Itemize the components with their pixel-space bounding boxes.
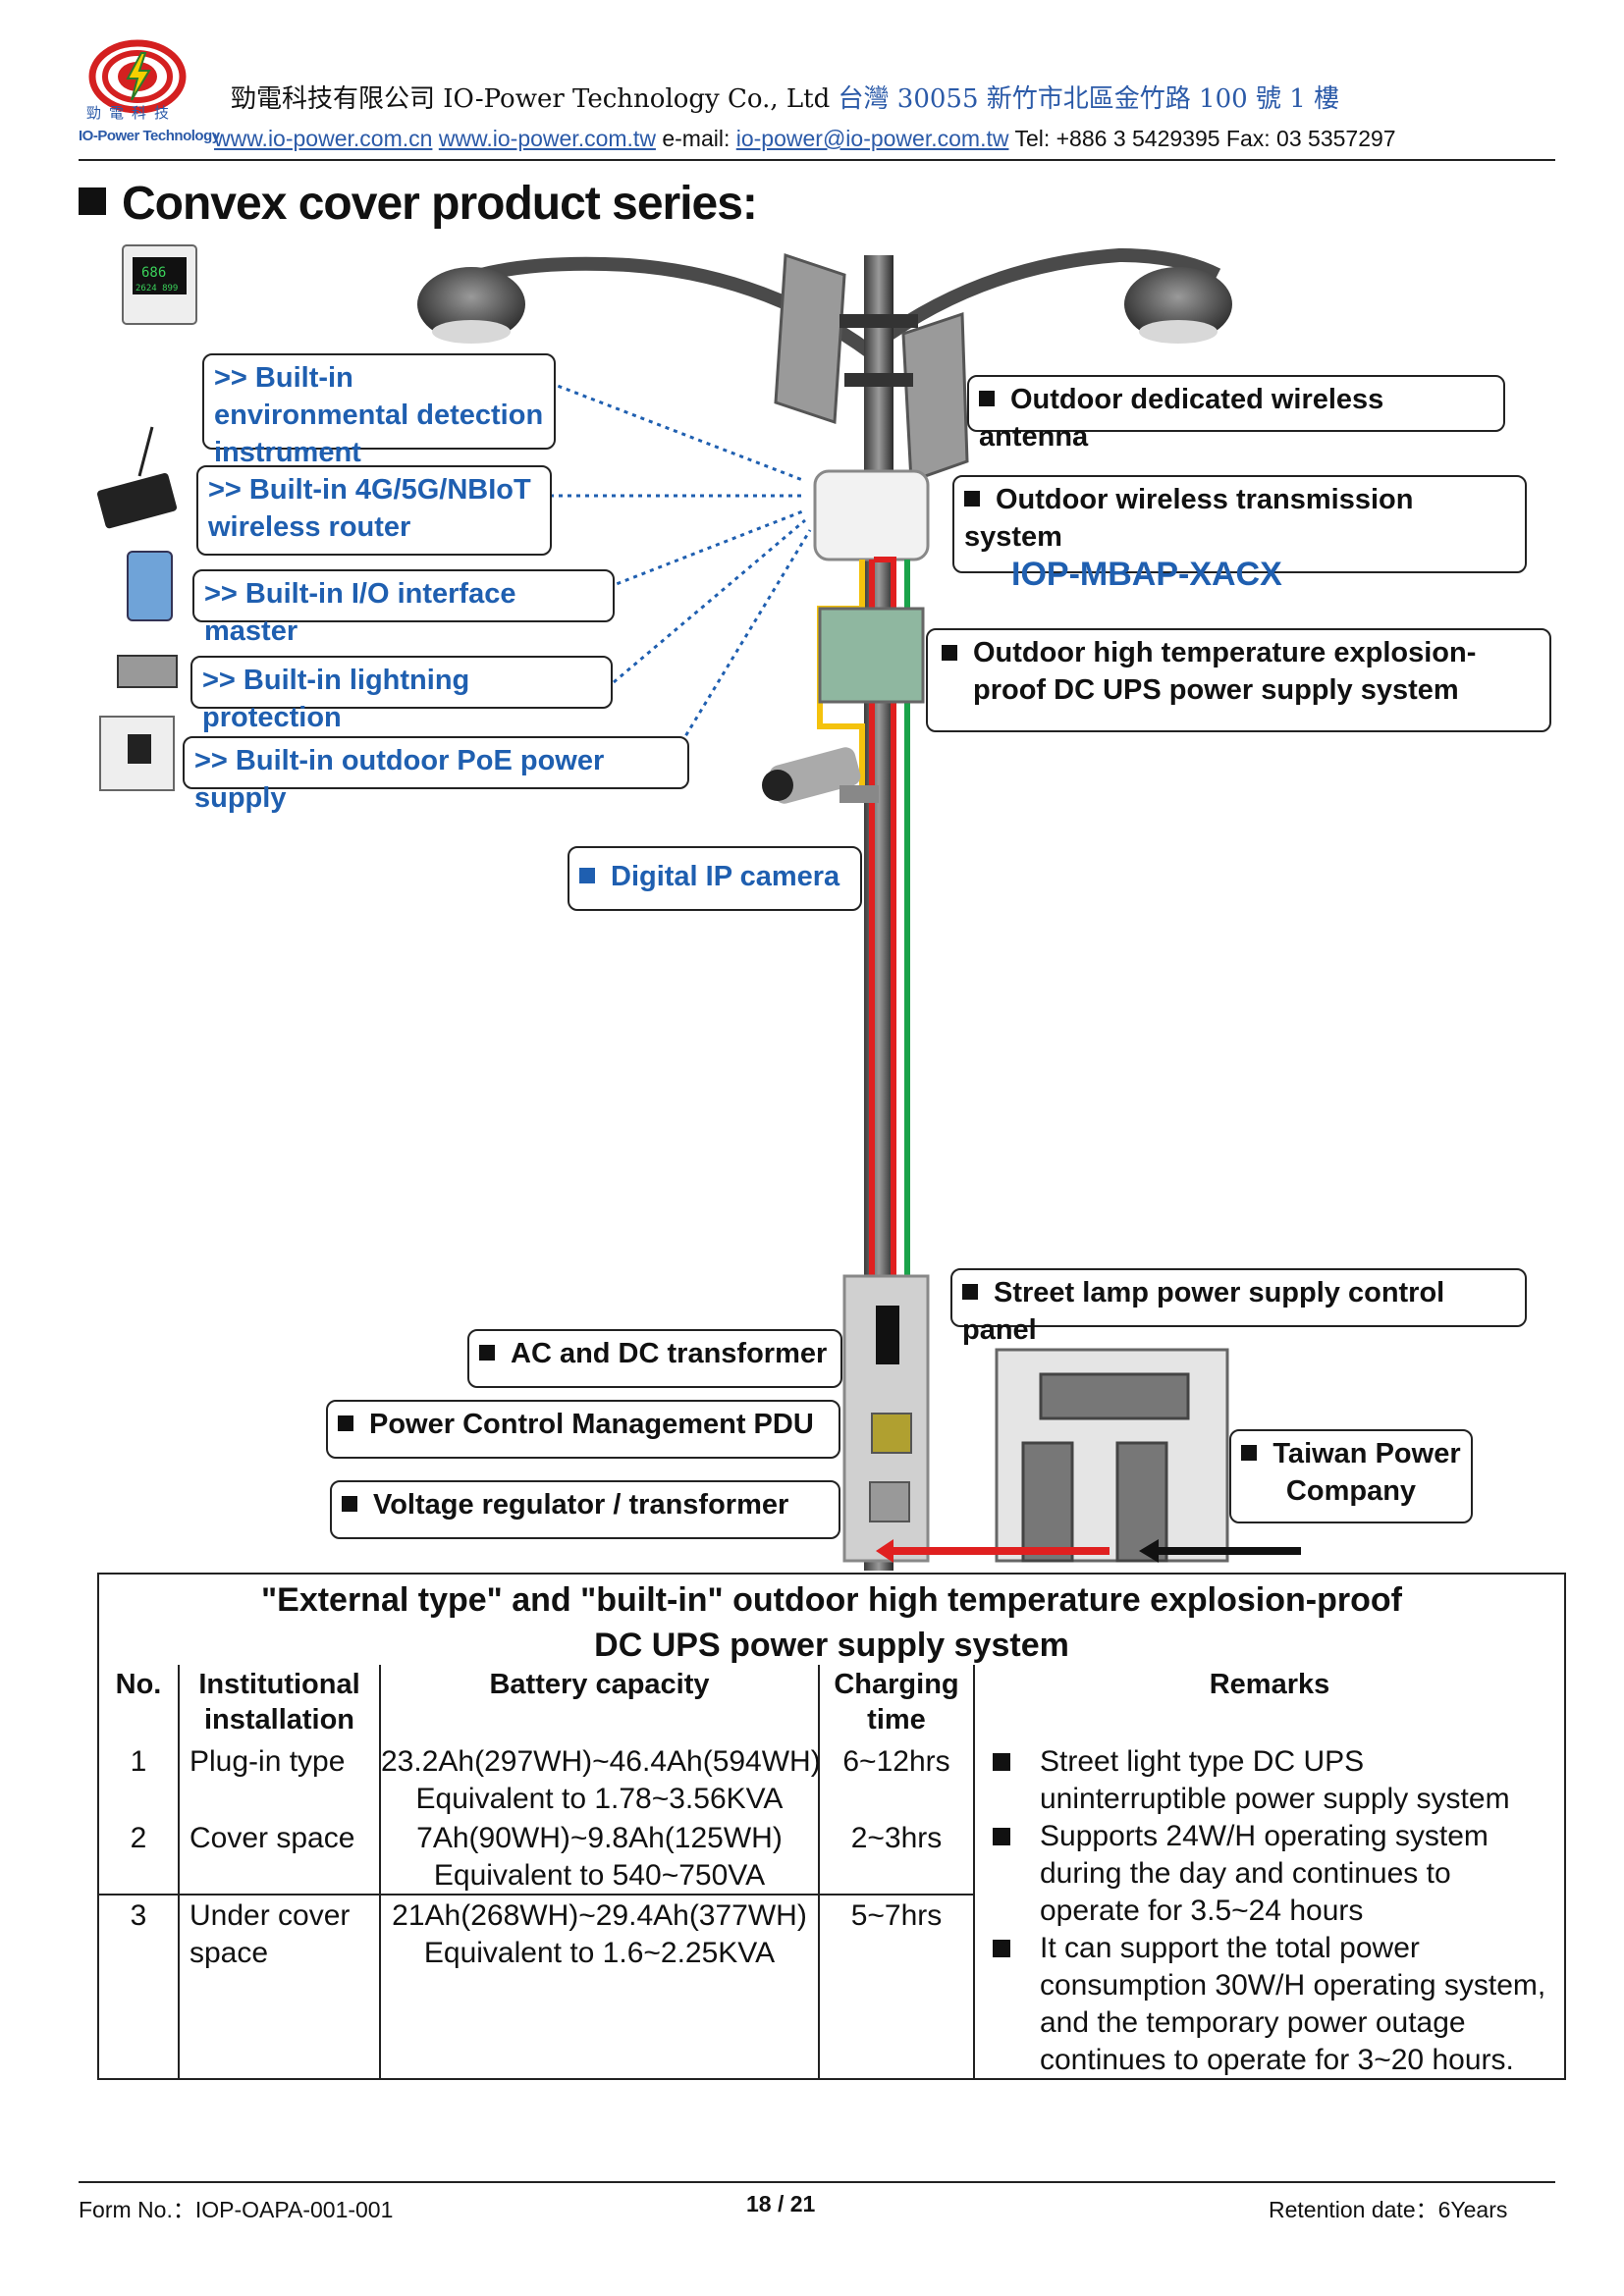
street-pole-diagram: 686 2624 899 <box>97 244 1301 1571</box>
bullet-square-icon <box>579 868 595 883</box>
callout-transmission: Outdoor wireless transmission system IOP… <box>952 475 1527 593</box>
column-divider <box>178 1665 180 2080</box>
bullet-square-icon <box>942 645 957 661</box>
bullet-square-icon <box>993 1753 1010 1771</box>
callout-poe-supply: >> Built-in outdoor PoE power supply <box>183 736 689 814</box>
callout-ups: Outdoor high temperature explosion-proof… <box>926 628 1551 732</box>
row2-battery-line1: 7Ah(90WH)~9.8Ah(125WH) <box>416 1822 783 1854</box>
logo-text-en: IO-Power Technology <box>79 128 220 144</box>
callout-env-instrument: >> Built-in environmental detection inst… <box>202 353 556 468</box>
env-instrument-icon: 686 2624 899 <box>122 244 197 325</box>
callout-ip-camera: Digital IP camera <box>568 846 862 911</box>
bullet-square-icon <box>993 1940 1010 1957</box>
page-title: Convex cover product series: <box>79 177 758 231</box>
column-divider <box>379 1665 381 2080</box>
row3-battery-line1: 21Ah(268WH)~29.4Ah(377WH) <box>392 1899 807 1932</box>
footer-form-no: Form No.：IOP-OAPA-001-001 <box>79 2197 394 2222</box>
website-cn-link[interactable]: www.io-power.com.cn <box>214 126 433 151</box>
bullet-square-icon <box>342 1496 357 1512</box>
row3-no: 3 <box>130 1899 147 1932</box>
poe-supply-icon <box>99 716 175 791</box>
row2-no: 2 <box>130 1822 147 1854</box>
email-link[interactable]: io-power@io-power.com.tw <box>735 126 1009 151</box>
bullet-square-icon <box>964 491 980 507</box>
bullet-square-icon <box>338 1415 353 1431</box>
ups-box-icon <box>818 607 925 704</box>
bullet-square-icon <box>962 1284 978 1300</box>
contact-line: www.io-power.com.cn www.io-power.com.tw … <box>214 126 1396 152</box>
ip-camera-icon <box>762 747 879 804</box>
logo-text-cn: 勁電科技 <box>86 104 178 122</box>
row2-install: Cover space <box>189 1822 355 1854</box>
callout-regulator: Voltage regulator / transformer <box>330 1480 840 1539</box>
table-caption-line1: "External type" and "built-in" outdoor h… <box>261 1581 1402 1619</box>
company-name-cn: 勁電科技有限公司 <box>231 84 436 114</box>
bullet-square-icon <box>979 391 995 406</box>
remark-item: Supports 24W/H operating system during t… <box>993 1818 1554 1930</box>
bullet-square-icon <box>993 1828 1010 1845</box>
company-line: 勁電科技有限公司 IO-Power Technology Co., Ltd 台灣… <box>231 79 1339 115</box>
right-lamp-icon <box>1124 267 1232 342</box>
footer-page-number: 18 / 21 <box>746 2191 816 2216</box>
lightning-protector-icon <box>117 655 178 688</box>
remark-item: It can support the total power consumpti… <box>993 1930 1554 2079</box>
footer-divider <box>79 2181 1555 2183</box>
callout-io-master: >> Built-in I/O interface master <box>192 569 615 647</box>
row3-charging: 5~7hrs <box>850 1899 943 1932</box>
svg-text:2624 899: 2624 899 <box>135 284 178 294</box>
header-install: Institutional installation <box>198 1669 360 1735</box>
row-divider <box>99 1894 973 1896</box>
remark-item: Street light type DC UPS uninterruptible… <box>993 1743 1554 1818</box>
column-divider <box>818 1665 820 2080</box>
tel-fax: Tel: +886 3 5429395 Fax: 03 5357297 <box>1014 126 1396 151</box>
header-remarks: Remarks <box>1209 1669 1330 1700</box>
company-name-en: IO-Power Technology Co., Ltd <box>443 84 831 114</box>
row1-install: Plug-in type <box>189 1745 346 1778</box>
page-title-text: Convex cover product series: <box>122 178 758 230</box>
header-divider <box>79 159 1555 161</box>
bullet-square-icon <box>1241 1445 1258 1461</box>
remarks-list: Street light type DC UPS uninterruptible… <box>993 1743 1554 2079</box>
svg-text:686: 686 <box>141 265 166 281</box>
bullet-square-icon <box>479 1345 495 1361</box>
callout-ac-dc: AC and DC transformer <box>467 1329 842 1388</box>
row1-no: 1 <box>130 1745 147 1778</box>
row1-battery-line2: Equivalent to 1.78~3.56KVA <box>415 1783 784 1815</box>
io-master-icon <box>127 551 173 621</box>
row1-charging: 6~12hrs <box>842 1745 950 1778</box>
header-charging: Charging time <box>834 1669 959 1735</box>
callout-street-panel: Street lamp power supply control panel <box>950 1268 1527 1346</box>
antenna-panel-icon <box>774 252 846 425</box>
callout-taiwan-power: Taiwan Power Company <box>1229 1429 1473 1523</box>
header-battery: Battery capacity <box>489 1669 710 1700</box>
table-caption-line2: DC UPS power supply system <box>594 1627 1069 1664</box>
left-lamp-icon <box>417 267 525 342</box>
column-divider <box>973 1665 975 2080</box>
footer-retention: Retention date：6Years <box>1269 2197 1508 2222</box>
website-tw-link[interactable]: www.io-power.com.tw <box>438 126 656 151</box>
callout-lightning-protection: >> Built-in lightning protection <box>190 656 613 733</box>
row3-battery-line2: Equivalent to 1.6~2.25KVA <box>423 1937 776 1969</box>
row3-install: Under cover space <box>189 1899 351 1969</box>
company-logo <box>77 39 214 157</box>
bullet-square-icon <box>79 187 106 215</box>
callout-antenna: Outdoor dedicated wireless antenna <box>967 375 1505 453</box>
row2-charging: 2~3hrs <box>850 1822 943 1854</box>
antenna-panel-icon <box>901 311 969 484</box>
ups-spec-table: "External type" and "built-in" outdoor h… <box>97 1573 1566 2080</box>
callout-pdu: Power Control Management PDU <box>326 1400 840 1459</box>
row1-battery-line1: 23.2Ah(297WH)~46.4Ah(594WH) <box>381 1745 821 1778</box>
callout-wireless-router: >> Built-in 4G/5G/NBIoT wireless router <box>196 465 552 556</box>
company-address: 台灣 30055 新竹市北區金竹路 100 號 1 樓 <box>838 84 1339 114</box>
router-icon <box>97 426 178 529</box>
email-label: e-mail: <box>662 126 731 151</box>
wireless-ap-icon <box>813 469 930 561</box>
row2-battery-line2: Equivalent to 540~750VA <box>433 1859 766 1892</box>
header-no: No. <box>115 1669 162 1700</box>
transmission-model: IOP-MBAP-XACX <box>1011 556 1282 593</box>
